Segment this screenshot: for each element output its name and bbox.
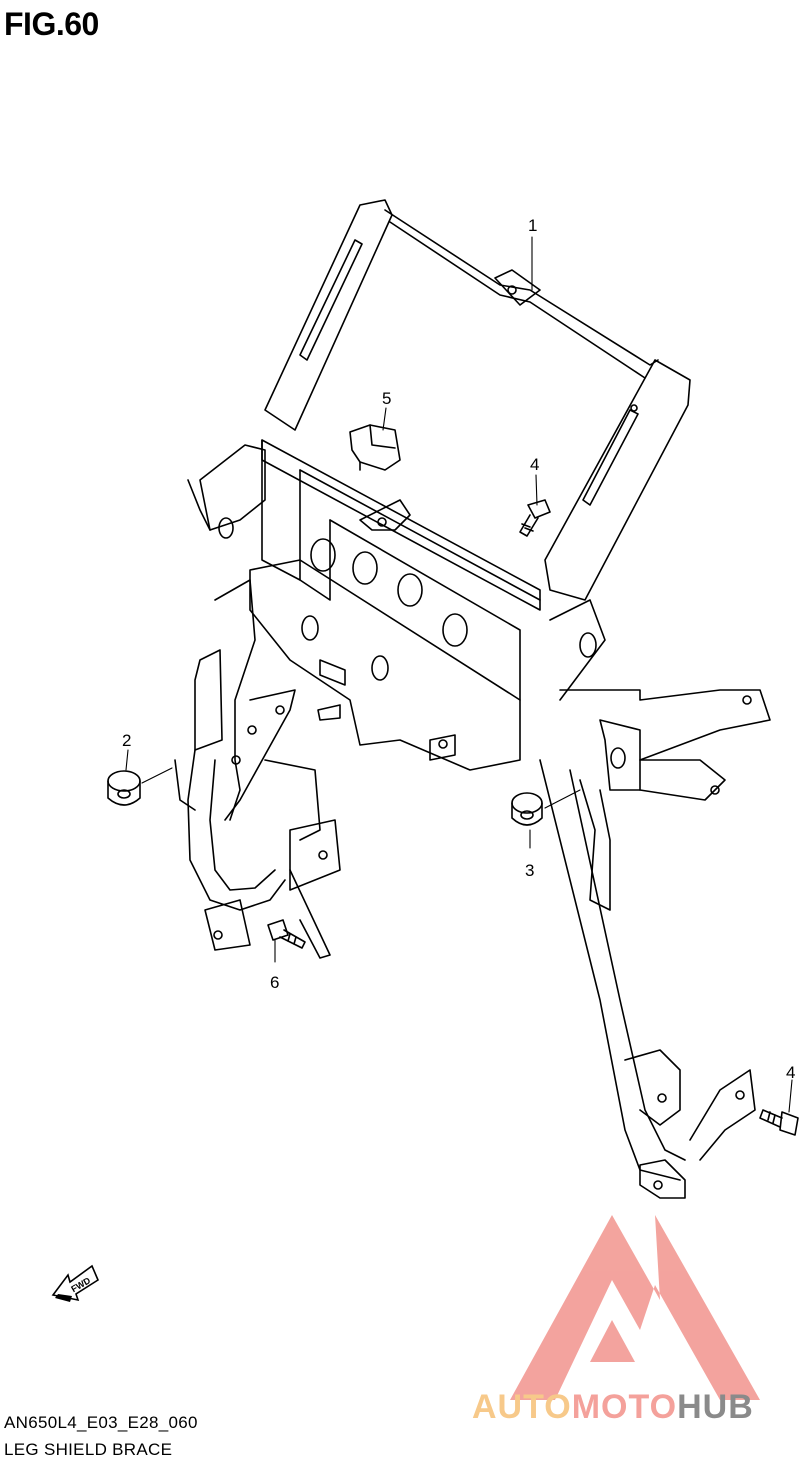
- callout-1: 1: [528, 216, 537, 235]
- watermark-logo-mark: [510, 1215, 760, 1400]
- callout-5: 5: [382, 389, 391, 408]
- part-4-bolt-lower: [759, 1109, 799, 1136]
- leg-shield-brace-upper-frame: [264, 199, 691, 601]
- leg-shield-brace-right-bracket: [539, 599, 771, 1199]
- callout-4-lower: 4: [786, 1063, 795, 1082]
- part-6-bolt: [267, 919, 306, 949]
- watermark-auto: AUTO: [472, 1388, 572, 1426]
- callout-2: 2: [122, 731, 131, 750]
- part-4-bolt-upper: [519, 499, 551, 537]
- callout-4-upper: 4: [530, 455, 539, 474]
- part-5-clip-nut: [349, 424, 401, 471]
- part-3-grommet: [511, 792, 543, 826]
- watermark-moto: MOTO: [572, 1388, 677, 1426]
- leg-shield-brace-left-bracket: [174, 579, 341, 959]
- diagram-code: AN650L4_E03_E28_060: [4, 1413, 198, 1432]
- callout-3: 3: [525, 861, 534, 880]
- fwd-direction-arrow: FWD: [51, 1264, 100, 1302]
- leg-shield-brace-middle-panel: [187, 439, 541, 771]
- watermark-hub: HUB: [677, 1388, 754, 1426]
- diagram-name: LEG SHIELD BRACE: [4, 1440, 173, 1459]
- watermark-brand: AUTOMOTOHUB: [472, 1388, 754, 1426]
- part-2-grommet: [107, 770, 141, 806]
- leader-lines: [125, 236, 793, 1113]
- callout-6: 6: [270, 973, 279, 992]
- svg-text:AUTOMOTOHUB: AUTOMOTOHUB: [472, 1388, 754, 1426]
- figure-title: FIG.60: [4, 6, 99, 42]
